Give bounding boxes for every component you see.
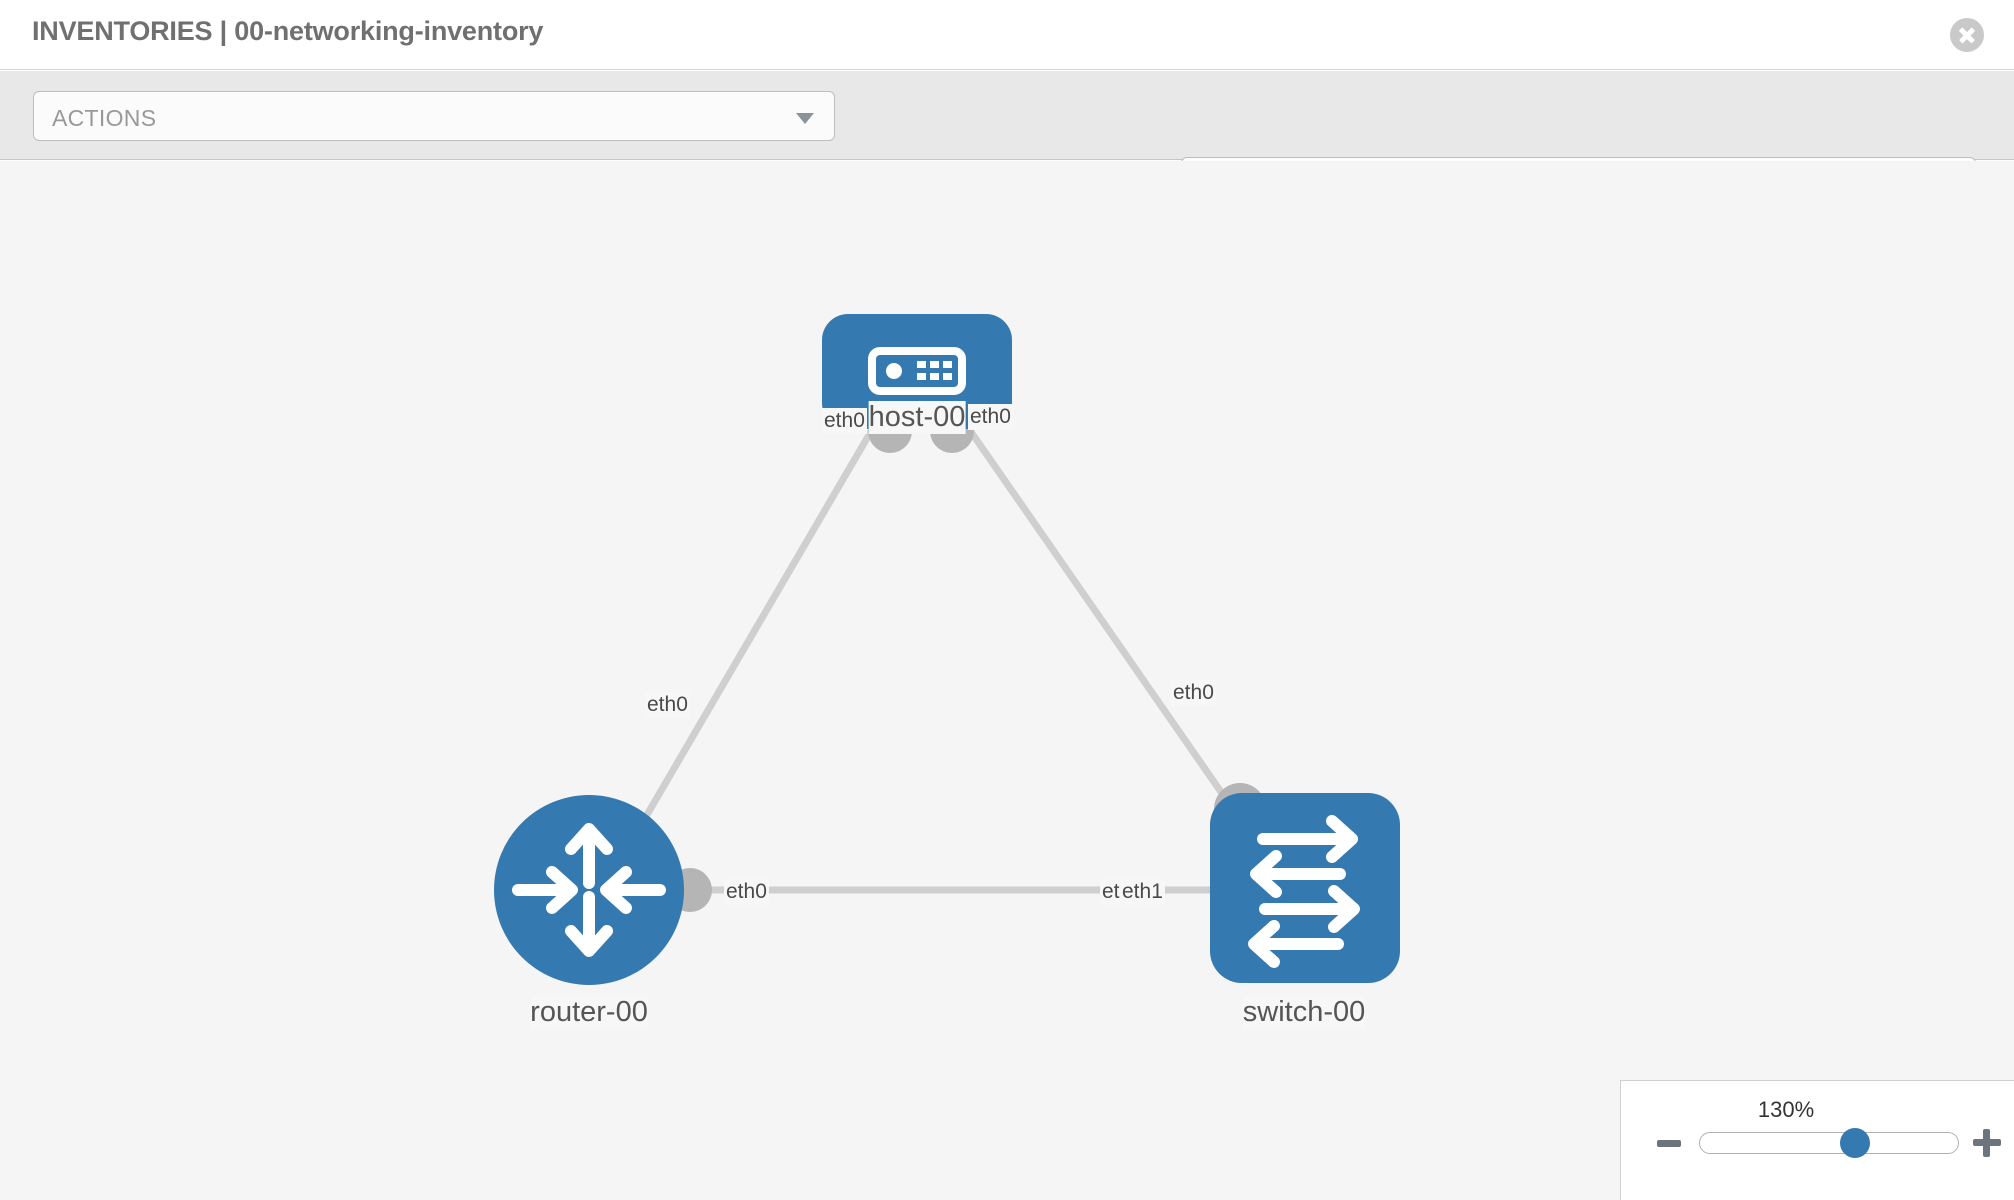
- toolbar: ACTIONS SEARCH: [0, 71, 2014, 208]
- zoom-control: 130%: [1620, 1080, 2014, 1200]
- actions-dropdown[interactable]: ACTIONS: [33, 91, 835, 141]
- node-router-00[interactable]: [494, 795, 684, 985]
- link-host-router: [616, 414, 884, 863]
- edge-label-switch-up: eth0: [1171, 680, 1216, 706]
- edge-label-switch-left-b: eth1: [1120, 879, 1165, 905]
- topology-ports: [668, 409, 1266, 912]
- page-header: INVENTORIES | 00-networking-inventory: [0, 0, 2014, 70]
- node-label-router-00: router-00: [530, 996, 648, 1029]
- page-title: INVENTORIES | 00-networking-inventory: [32, 16, 544, 46]
- actions-dropdown-label: ACTIONS: [52, 105, 157, 131]
- topology-links: [616, 414, 1265, 894]
- node-switch-00[interactable]: [1210, 793, 1400, 983]
- switch-icon: [1248, 815, 1360, 968]
- topology-graph: [494, 314, 1400, 985]
- zoom-slider-track[interactable]: [1699, 1132, 1959, 1154]
- zoom-slider-thumb[interactable]: [1840, 1128, 1870, 1158]
- edge-label-host-left: eth0: [822, 408, 867, 434]
- edge-label-host-right: eth0: [968, 404, 1013, 430]
- node-host-00[interactable]: [822, 314, 1012, 429]
- minus-icon[interactable]: [1657, 1140, 1681, 1147]
- plus-icon[interactable]: [1973, 1129, 2001, 1157]
- plus-icon-vertical: [1983, 1129, 1990, 1157]
- edge-label-router-up: eth0: [645, 692, 690, 718]
- chevron-down-icon: [796, 113, 814, 124]
- node-label-host-00: host-00: [868, 401, 966, 434]
- edge-label-router-right: eth0: [724, 879, 769, 905]
- topology-canvas[interactable]: host-00 router-00 switch-00 eth0 eth0 et…: [0, 161, 2014, 1200]
- close-icon[interactable]: [1950, 18, 1984, 52]
- router-icon: [512, 823, 666, 957]
- zoom-percent-label: 130%: [1757, 1097, 1815, 1122]
- server-icon: [868, 347, 966, 395]
- link-host-switch: [957, 414, 1265, 853]
- node-label-switch-00: switch-00: [1242, 996, 1366, 1029]
